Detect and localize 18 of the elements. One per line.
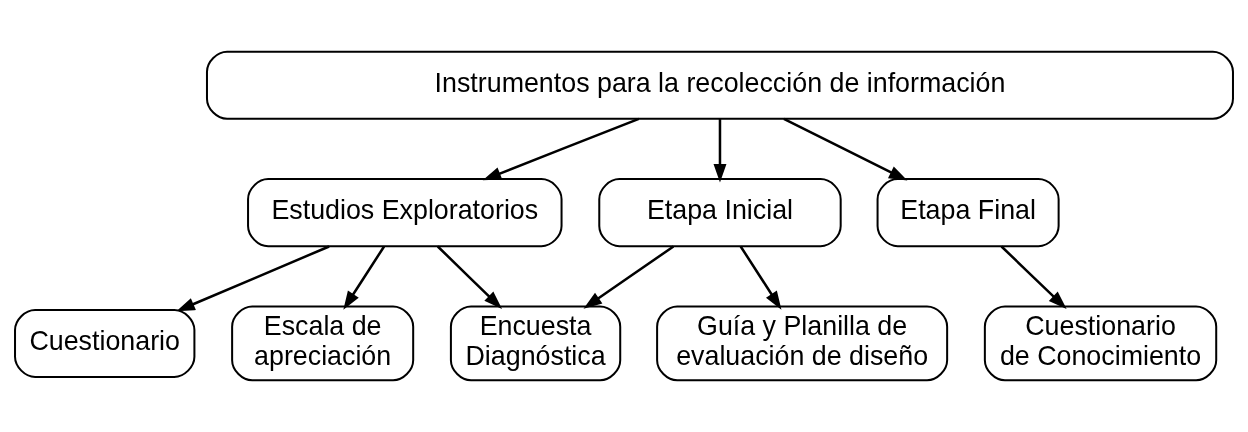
arrow bbox=[1000, 245, 1067, 310]
node-box: Cuestionario bbox=[14, 308, 196, 378]
node-box: Encuesta Diagnóstica bbox=[449, 305, 622, 382]
arrow bbox=[583, 245, 675, 309]
node-box: Guía y Planilla de evaluación de diseño bbox=[656, 305, 949, 382]
arrow bbox=[713, 118, 727, 183]
arrow bbox=[783, 117, 908, 181]
node-box: Etapa Final bbox=[876, 178, 1060, 248]
arrow bbox=[176, 245, 330, 312]
node-box: Etapa Inicial bbox=[598, 178, 842, 248]
arrow bbox=[436, 245, 503, 310]
arrow bbox=[482, 117, 640, 181]
node-box: Escala de apreciación bbox=[231, 305, 415, 382]
arrow bbox=[343, 245, 386, 310]
arrow bbox=[739, 245, 782, 310]
node-box: Instrumentos para la recolección de información bbox=[205, 50, 1234, 120]
node-box: Estudios Exploratorios bbox=[247, 178, 563, 248]
node-box: Cuestionario de Conocimiento bbox=[983, 305, 1218, 382]
